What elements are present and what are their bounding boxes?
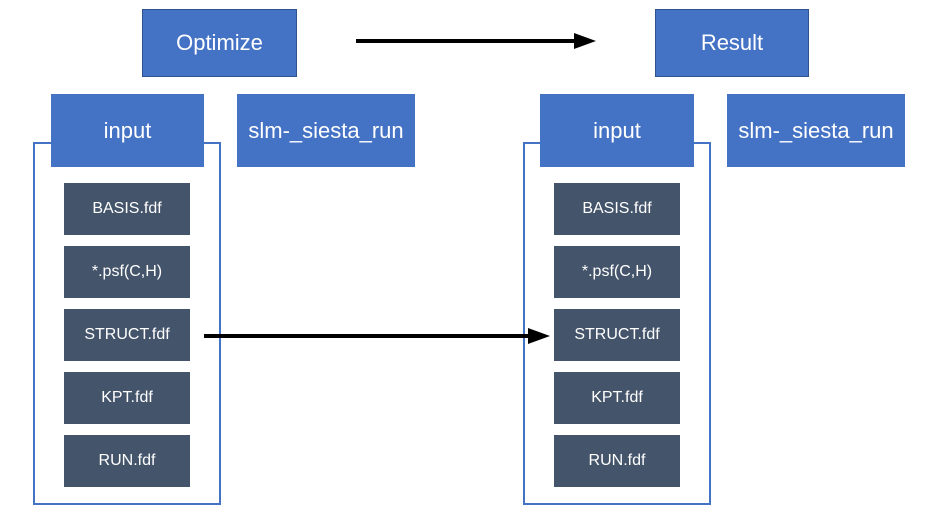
right-file-psf: *.psf(C,H): [554, 246, 680, 298]
left-run-box: slm-_siesta_run: [237, 94, 415, 167]
left-file-psf: *.psf(C,H): [64, 246, 190, 298]
right-run-box: slm-_siesta_run: [727, 94, 905, 167]
right-input-label: input: [593, 117, 641, 143]
left-file-struct-label: STRUCT.fdf: [84, 326, 170, 343]
left-file-struct: STRUCT.fdf: [64, 309, 190, 361]
left-file-kpt: KPT.fdf: [64, 372, 190, 424]
left-file-psf-label: *.psf(C,H): [91, 263, 163, 280]
left-file-run: RUN.fdf: [64, 435, 190, 487]
right-run-label: slm-_siesta_run: [738, 117, 894, 143]
top-arrow: [356, 33, 596, 49]
right-file-run-label: RUN.fdf: [588, 452, 646, 469]
struct-arrow: [204, 328, 550, 344]
left-file-basis: BASIS.fdf: [64, 183, 190, 235]
right-file-struct-label: STRUCT.fdf: [574, 326, 660, 343]
right-file-basis: BASIS.fdf: [554, 183, 680, 235]
optimize-label: Optimize: [176, 30, 263, 55]
left-input-header: input: [51, 94, 204, 167]
left-input-label: input: [103, 117, 152, 143]
right-input-header: input: [540, 94, 694, 167]
right-file-basis-label: BASIS.fdf: [582, 200, 652, 217]
result-label: Result: [700, 30, 764, 55]
right-file-psf-label: *.psf(C,H): [581, 263, 653, 280]
left-file-kpt-label: KPT.fdf: [101, 389, 153, 406]
right-file-kpt: KPT.fdf: [554, 372, 680, 424]
left-run-label: slm-_siesta_run: [248, 117, 404, 143]
left-file-basis-label: BASIS.fdf: [92, 200, 162, 217]
optimize-box: Optimize: [142, 9, 297, 77]
left-file-run-label: RUN.fdf: [98, 452, 156, 469]
result-box: Result: [655, 9, 809, 77]
right-file-struct: STRUCT.fdf: [554, 309, 680, 361]
right-file-run: RUN.fdf: [554, 435, 680, 487]
right-file-kpt-label: KPT.fdf: [591, 389, 643, 406]
